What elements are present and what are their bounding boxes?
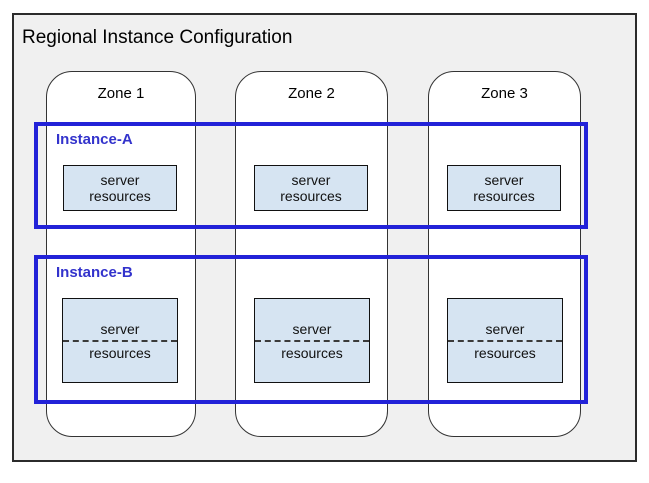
instance-a-boundary: Instance-A [34, 122, 588, 229]
server-resources-box-b-zone3: server resources [447, 298, 563, 383]
server-resources-box-b-zone2: server resources [254, 298, 370, 383]
server-resources-box-b-zone1: server resources [62, 298, 178, 383]
instance-b-boundary: Instance-B [34, 255, 588, 404]
dashed-split-divider [448, 339, 562, 342]
server-resources-label-line2: resources [89, 344, 151, 361]
server-resources-box-a-zone2: server resources [254, 165, 368, 211]
region-box: Regional Instance Configuration Zone 1 Z… [12, 13, 637, 462]
server-resources-label-line2: resources [281, 344, 343, 361]
zone-3-label: Zone 3 [481, 85, 528, 102]
instance-b-label: Instance-B [56, 264, 133, 281]
instance-a-label: Instance-A [56, 131, 133, 148]
server-resources-label-line1: server [484, 172, 524, 188]
diagram-title: Regional Instance Configuration [22, 27, 293, 48]
zone-1-label: Zone 1 [97, 85, 145, 102]
server-resources-box-a-zone3: server resources [447, 165, 561, 211]
dashed-split-divider [255, 339, 369, 342]
server-resources-label-line1: server [100, 172, 140, 188]
server-resources-label-line2: resources [89, 188, 151, 204]
server-resources-label-line2: resources [280, 188, 342, 204]
server-resources-box-a-zone1: server resources [63, 165, 177, 211]
server-resources-label-line1: server [485, 320, 525, 337]
zone-2-label: Zone 2 [288, 85, 335, 102]
server-resources-label-line1: server [292, 320, 332, 337]
server-resources-label-line1: server [291, 172, 331, 188]
server-resources-label-line2: resources [473, 188, 535, 204]
dashed-split-divider [63, 339, 177, 342]
server-resources-label-line2: resources [474, 344, 536, 361]
server-resources-label-line1: server [100, 320, 140, 337]
